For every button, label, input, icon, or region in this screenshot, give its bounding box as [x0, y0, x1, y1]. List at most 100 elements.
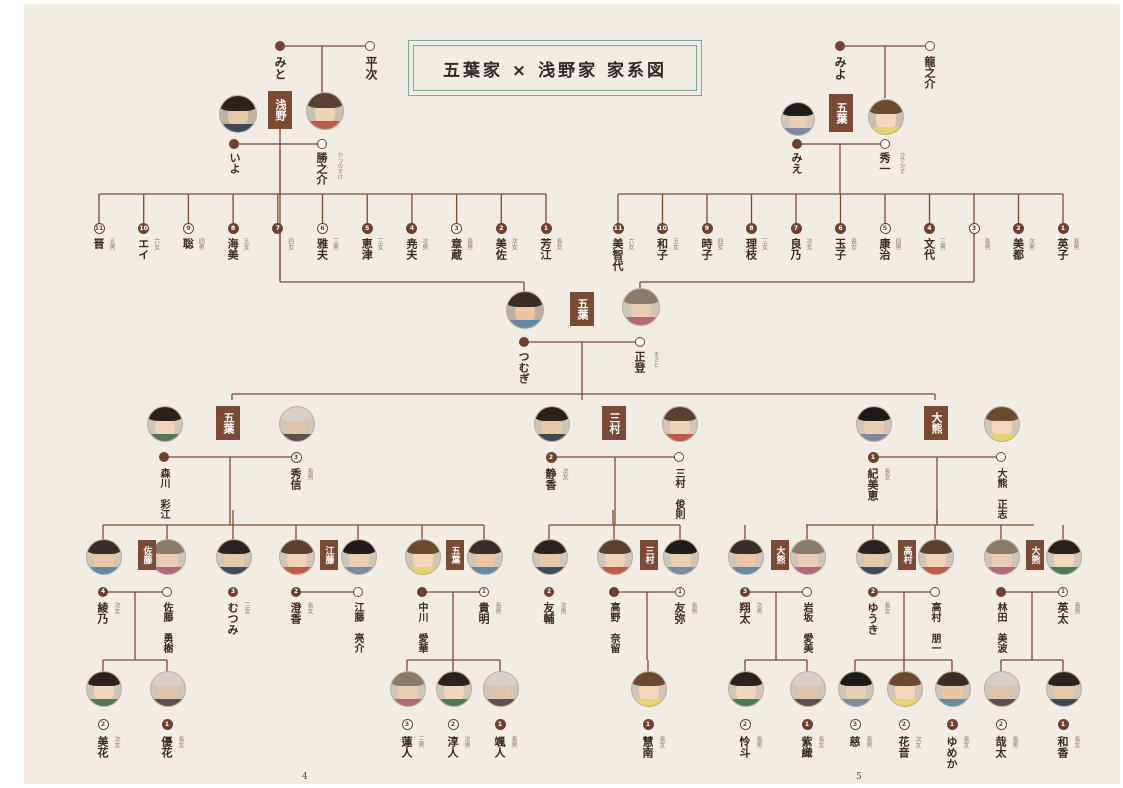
birth-order-badge: 1 — [867, 451, 879, 463]
great-grandchild-name: 蓮人 — [400, 736, 413, 758]
sibling-name: 尭夫 — [404, 238, 418, 260]
sibling-name: 時子 — [700, 238, 713, 260]
portrait-photo — [150, 539, 186, 575]
portrait-clothes — [869, 126, 903, 134]
connector-dot-open — [162, 587, 172, 597]
portrait-photo — [856, 539, 892, 575]
great-grandchild-name: 美花 — [96, 736, 109, 758]
title-inner-frame — [413, 45, 697, 91]
grandchild-name: 英太 — [1056, 602, 1069, 624]
portrait-clothes — [1047, 566, 1081, 574]
portrait-clothes — [985, 433, 1019, 441]
portrait-clothes — [507, 320, 543, 328]
connector-dot-filled — [792, 139, 802, 149]
portrait-hair — [985, 672, 1019, 687]
sibling-name: 理枝 — [744, 238, 758, 260]
portrait-clothes — [148, 433, 182, 441]
birth-order-label: 長男 — [510, 736, 517, 748]
grandchild-name: 翔太 — [738, 602, 751, 624]
birth-order-label: 三男 — [938, 238, 946, 250]
birth-order-badge: 1 — [946, 718, 958, 730]
birth-order-label: 次男 — [559, 602, 566, 614]
portrait-photo — [918, 539, 954, 575]
sibling-name: 芳江 — [539, 238, 552, 260]
great-grandchild-name: 哉太 — [994, 736, 1007, 758]
spouse-name: 高村 朋一 — [929, 602, 940, 653]
portrait-photo — [147, 406, 183, 442]
connector-dot-open — [317, 139, 327, 149]
portrait-hair — [839, 672, 873, 687]
birth-order-label: 四男 — [894, 238, 901, 250]
portrait-clothes — [87, 566, 121, 574]
portrait-photo — [532, 539, 568, 575]
page-title: 五葉家 × 浅野家 家系図 — [443, 60, 667, 81]
connector-dot-filled — [519, 337, 529, 347]
sibling-name: 雅夫 — [315, 238, 329, 260]
birth-order-label: 長女 — [555, 238, 562, 250]
birth-order-badge: 3 — [740, 587, 750, 597]
portrait-photo — [935, 671, 971, 707]
birth-order-label: 次女 — [113, 736, 120, 748]
grandchild-name: 友輔 — [542, 602, 555, 624]
birth-order-label: 長男 — [865, 736, 872, 748]
spouse-name: 森川 彩江 — [158, 468, 169, 519]
portrait-clothes — [888, 698, 922, 706]
portrait-clothes — [598, 566, 632, 574]
connector-dot-open — [674, 452, 684, 462]
child-name: 静香 — [544, 468, 557, 490]
portrait-hair — [87, 540, 121, 555]
grandfather-name: 正登 — [633, 351, 646, 373]
grandmother-name: つむぎ — [517, 351, 530, 384]
birth-order-badge: 3 — [849, 718, 861, 730]
great-grandchild-name: 和香 — [1056, 736, 1069, 758]
portrait-hair — [857, 540, 891, 555]
grandchild-name: 貴明 — [477, 602, 490, 624]
portrait-photo — [219, 95, 257, 133]
portrait-clothes — [151, 566, 185, 574]
birth-order-label: 長男 — [690, 602, 697, 614]
portrait-clothes — [406, 566, 440, 574]
page-number-right: 5 — [856, 772, 862, 782]
portrait-clothes — [391, 698, 425, 706]
family-name-tag: 三村 — [602, 406, 626, 440]
portrait-photo — [306, 92, 344, 130]
portrait-clothes — [342, 566, 376, 574]
sibling-name: 美都 — [1011, 238, 1025, 260]
birth-order-label: 次男 — [755, 602, 762, 614]
birth-order-badge: 2 — [447, 718, 459, 730]
page-number-left: 4 — [302, 772, 308, 782]
birth-order-badge: 1 — [540, 222, 552, 234]
portrait-photo — [868, 99, 904, 135]
family-name-tag: 大熊 — [924, 406, 948, 440]
name-ruby: かつのすけ — [336, 152, 343, 180]
connector-dot-open — [925, 41, 935, 51]
portrait-hair — [437, 672, 471, 687]
birth-order-label: 四女 — [716, 238, 723, 250]
sibling-name: 英子 — [1056, 238, 1069, 260]
birth-order-badge: 10 — [138, 222, 150, 234]
birth-order-label: 三女 — [243, 602, 250, 614]
portrait-hair — [936, 672, 970, 687]
portrait-photo — [86, 539, 122, 575]
portrait-clothes — [220, 124, 256, 132]
birth-order-badge: 1 — [642, 718, 654, 730]
great-grandchild-name: 怜斗 — [738, 736, 751, 758]
great-grandchild-name: 花音 — [897, 736, 910, 758]
portrait-hair — [280, 407, 314, 422]
family-name-tag: 五葉 — [570, 292, 594, 326]
connector-dot-open — [353, 587, 363, 597]
birth-order-label: 五男 — [108, 238, 115, 250]
portrait-photo — [856, 406, 892, 442]
family-name-tag: 五葉 — [829, 94, 853, 132]
portrait-hair — [1047, 672, 1081, 687]
portrait-hair — [791, 672, 825, 687]
sibling-name: 文代 — [922, 238, 936, 260]
portrait-clothes — [839, 698, 873, 706]
portrait-hair — [151, 672, 185, 687]
grandmother-name: みと — [273, 56, 287, 80]
birth-order-label: 長女 — [849, 238, 857, 250]
portrait-clothes — [985, 698, 1019, 706]
connector-dot-filled — [996, 587, 1006, 597]
portrait-photo — [86, 671, 122, 707]
birth-order-badge: 5 — [879, 222, 891, 234]
